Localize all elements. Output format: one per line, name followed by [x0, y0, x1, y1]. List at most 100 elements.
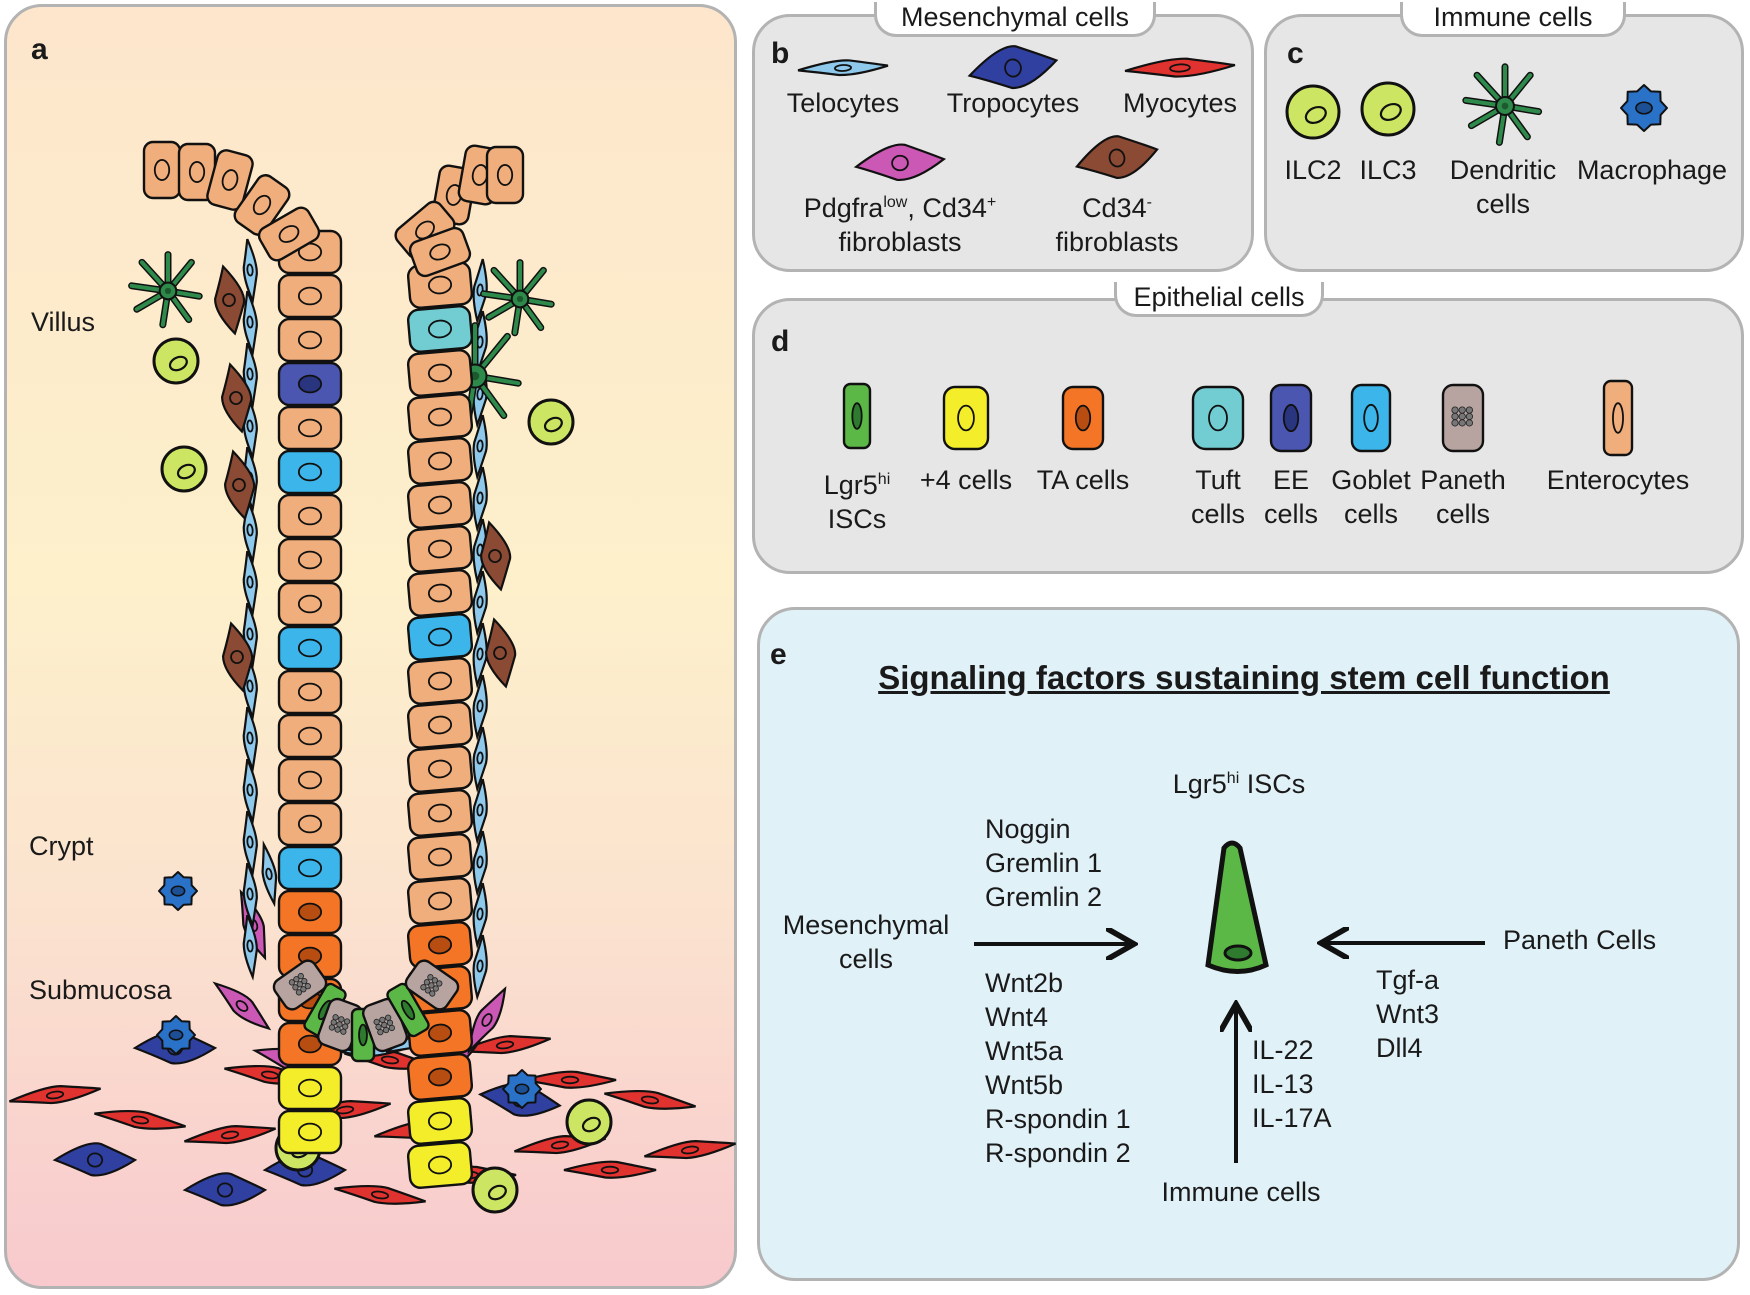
- lgr5-isc-cell: [386, 982, 430, 1038]
- epithelial-cell-ent: [277, 317, 343, 363]
- panel-label-e: e: [770, 638, 787, 671]
- epithelial-cell-ent: [406, 349, 474, 397]
- telocyte: [472, 414, 488, 481]
- epithelial-cell-ta: [406, 1053, 474, 1101]
- paneth-cell-icon: [1441, 383, 1485, 453]
- mesenchymal-bmp-inhibitors: Noggin Gremlin 1 Gremlin 2: [985, 814, 1103, 912]
- ilc-cell: [565, 1098, 613, 1146]
- paneth-factors: Tgf-a Wnt3 Dll4: [1376, 965, 1440, 1063]
- cd34neg-fibroblast: [224, 449, 256, 521]
- cd34neg-fibroblast: [480, 520, 512, 592]
- label-telocytes: Telocytes: [786, 88, 900, 118]
- epithelial-cell-p4: [277, 1109, 343, 1155]
- lgr5-isc-icon: [842, 382, 872, 450]
- goblet-cell-icon: [1350, 383, 1392, 453]
- epithelial-cell-ent: [277, 669, 343, 715]
- ilc-cell: [152, 337, 200, 385]
- panel-label-d: d: [771, 325, 790, 358]
- epithelial-cell-p4: [406, 1141, 474, 1189]
- label-paneth-cells: Paneth cells: [1420, 465, 1506, 529]
- myocyte: [334, 1184, 426, 1205]
- myocyte: [94, 1109, 186, 1130]
- epithelial-cell-ent: [233, 174, 291, 236]
- label-cd34neg-fibroblasts: Cd34-fibroblasts: [1055, 193, 1179, 257]
- telocyte: [242, 238, 258, 305]
- telocyte: [242, 758, 258, 825]
- myocyte: [644, 1140, 736, 1160]
- ilc-cell: [160, 445, 208, 493]
- telocyte: [242, 914, 258, 981]
- ilc2-icon: [1285, 84, 1341, 140]
- telocyte: [242, 862, 258, 929]
- tuft-cell-icon: [1191, 385, 1245, 451]
- telocyte: [472, 570, 488, 637]
- epithelial-cell-ent: [277, 713, 343, 759]
- epithelial-cell-ent: [257, 206, 321, 262]
- panel-label-b: b: [771, 37, 790, 70]
- region-label-submucosa: Submucosa: [29, 975, 172, 1005]
- epithelial-cell-p4: [406, 1097, 474, 1145]
- myocyte: [563, 1160, 657, 1179]
- label-pdgfra-fibroblasts: Pdgfralow, Cd34+fibroblasts: [803, 193, 997, 257]
- macrophage-cell: [156, 1015, 196, 1055]
- label-tuft-cells: Tuft cells: [1190, 465, 1246, 529]
- region-label-crypt: Crypt: [29, 831, 94, 861]
- myocyte: [604, 1089, 696, 1110]
- label-plus4-cells: +4 cells: [919, 465, 1013, 495]
- source-mesenchymal-cells: Mesenchymal cells: [782, 910, 950, 974]
- epithelial-cell-gob: [277, 625, 343, 671]
- epithelial-cell-ta: [406, 921, 474, 969]
- telocyte: [472, 830, 488, 897]
- panel-d-epithelial: d: [752, 298, 1744, 574]
- lgr5-isc-cell-large: [1205, 840, 1269, 974]
- label-myocytes: Myocytes: [1122, 88, 1238, 118]
- telocyte: [472, 674, 488, 741]
- tab-mesenchymal-cells: Mesenchymal cells: [874, 2, 1156, 37]
- epithelial-cell-ent: [277, 405, 343, 451]
- macrophage-cell: [158, 871, 198, 911]
- region-label-villus: Villus: [31, 307, 96, 337]
- mesenchymal-wnt-factors: Wnt2b Wnt4 Wnt5a Wnt5b R-spondin 1 R-spo…: [985, 968, 1131, 1168]
- tropocyte: [52, 1142, 138, 1177]
- cd34neg-fibroblast: [214, 264, 246, 336]
- myocyte: [523, 1070, 617, 1089]
- epithelial-cell-ent: [277, 801, 343, 847]
- myocyte: [184, 1125, 276, 1145]
- epithelial-cell-ent: [406, 569, 474, 617]
- epithelial-cell-ent: [277, 273, 343, 319]
- epithelial-cell-ent: [406, 657, 474, 705]
- telocyte: [242, 706, 258, 773]
- dendritic-cell: [480, 259, 555, 337]
- telocyte: [242, 810, 258, 877]
- macrophage-cell: [502, 1069, 542, 1109]
- telocyte: [472, 258, 488, 325]
- telocyte: [472, 778, 488, 845]
- epithelial-cell-gob: [277, 845, 343, 891]
- label-ee-cells: EE cells: [1263, 465, 1319, 529]
- epithelial-cell-ee: [277, 361, 343, 407]
- telocyte-icon: [797, 59, 889, 77]
- epithelial-cell-ent: [277, 757, 343, 803]
- panel-a-tissue: a Villus Crypt Submucosa: [4, 4, 737, 1289]
- tropocyte-icon: [967, 45, 1059, 90]
- cd34neg-fibroblast-icon: [1074, 135, 1159, 180]
- pdgfra-fibroblast: [467, 986, 507, 1055]
- ilc-cell: [527, 398, 575, 446]
- telocyte: [472, 726, 488, 793]
- ilc-cell: [471, 1166, 519, 1214]
- cd34neg-fibroblast: [221, 362, 253, 434]
- myocyte: [459, 1035, 551, 1055]
- epithelial-cell-p4: [277, 1065, 343, 1111]
- myocyte-icon: [1124, 57, 1236, 78]
- epithelial-cell-ent: [406, 701, 474, 749]
- label-tropocytes: Tropocytes: [946, 88, 1080, 118]
- dendritic-cell-icon: [1462, 63, 1543, 146]
- label-goblet-cells: Goblet cells: [1331, 465, 1411, 529]
- epithelial-cell-ent: [406, 833, 474, 881]
- epithelial-cell-ent: [406, 437, 474, 485]
- source-paneth-cells: Paneth Cells: [1503, 925, 1657, 955]
- pdgfra-fibroblast: [212, 981, 272, 1031]
